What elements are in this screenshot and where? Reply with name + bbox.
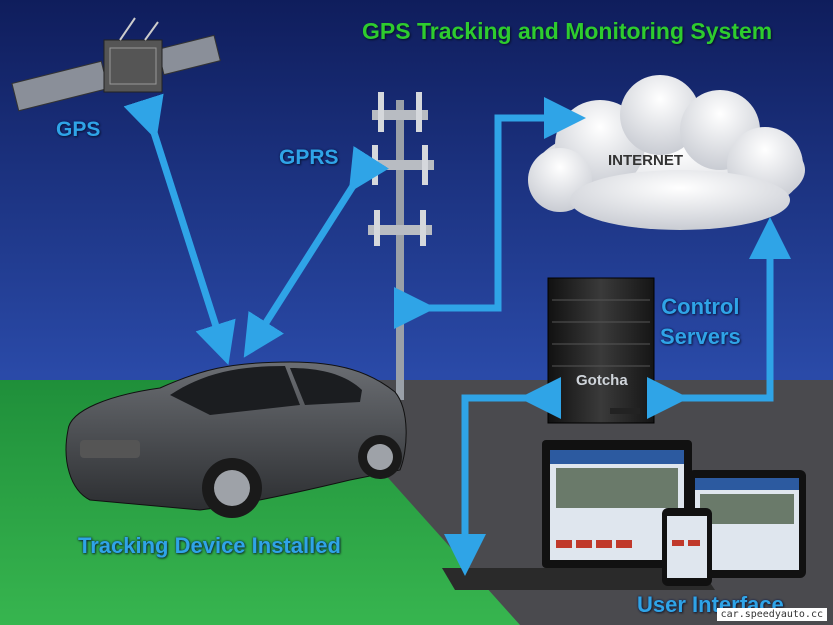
watermark: car.speedyauto.cc [716, 608, 827, 621]
control-servers-label-line1: Control [661, 294, 740, 319]
arrow-tower-internet [394, 97, 586, 329]
arrow-gps-car [123, 93, 236, 366]
tablet-icon [688, 470, 806, 578]
control-servers-label: Control Servers [660, 292, 741, 352]
connection-arrows [123, 93, 791, 576]
gps-label: GPS [56, 118, 101, 141]
tracking-device-label: Tracking Device Installed [78, 533, 341, 558]
arrow-servers-internet [647, 217, 791, 419]
page-title: GPS Tracking and Monitoring System [362, 18, 773, 44]
gprs-label: GPRS [279, 146, 339, 169]
internet-label: INTERNET [608, 152, 683, 169]
phone-icon [662, 508, 712, 586]
control-servers-label-line2: Servers [660, 324, 741, 349]
server-brand-logo: Gotcha [576, 372, 628, 389]
server-icon [547, 277, 655, 424]
arrow-gprs-car [243, 146, 389, 358]
arrow-servers-ui [444, 377, 561, 576]
car-icon [65, 361, 407, 518]
satellite-icon [11, 17, 221, 112]
laptop-icon [442, 440, 715, 590]
